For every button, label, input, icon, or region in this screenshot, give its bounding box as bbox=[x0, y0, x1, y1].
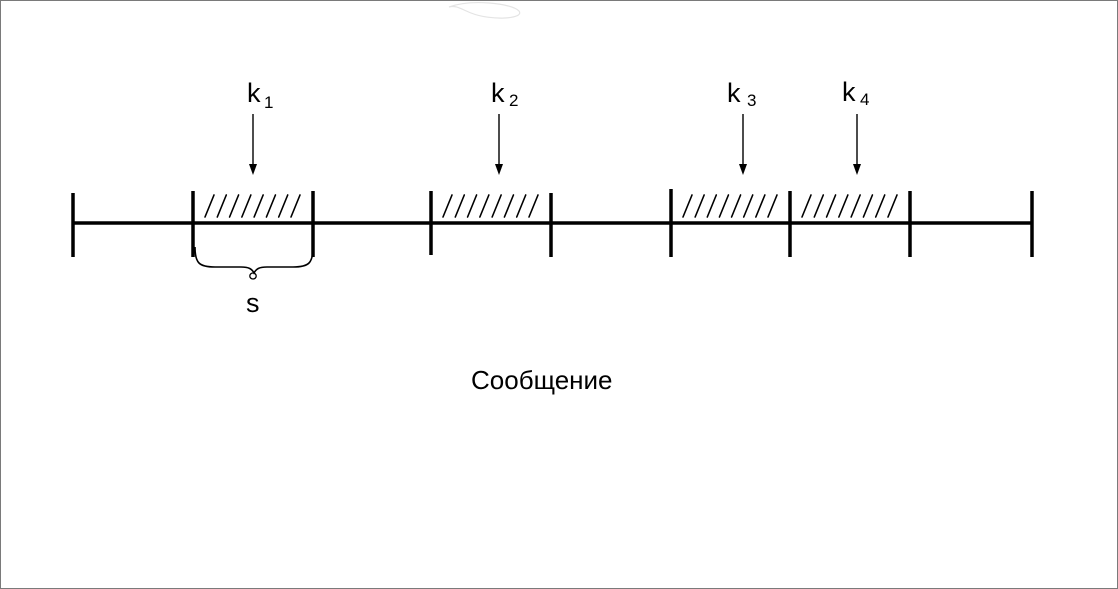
key-label-k3: k 3 bbox=[727, 78, 756, 110]
segment-ticks bbox=[71, 189, 1034, 257]
svg-text:k: k bbox=[491, 78, 505, 108]
arrow-head bbox=[739, 164, 747, 175]
hatch-mark bbox=[491, 194, 502, 218]
hatch-mark bbox=[290, 194, 301, 218]
faint-scribble bbox=[448, 2, 521, 19]
hatch-mark bbox=[253, 194, 264, 218]
hatch-mark bbox=[528, 194, 539, 218]
hatch-mark bbox=[755, 194, 766, 218]
svg-text:k: k bbox=[727, 78, 741, 108]
brace-loop bbox=[249, 272, 257, 280]
hatch-mark bbox=[216, 194, 228, 218]
hatch-mark bbox=[241, 194, 252, 218]
hatch-mark bbox=[204, 194, 215, 218]
arrow-k4 bbox=[853, 114, 861, 175]
hatch-mark bbox=[503, 194, 515, 218]
hatch-mark bbox=[466, 194, 478, 218]
hatch-mark bbox=[813, 194, 825, 218]
hatch-mark bbox=[730, 194, 742, 218]
hatch-mark bbox=[479, 194, 490, 218]
svg-text:k: k bbox=[842, 77, 856, 107]
key-arrows bbox=[249, 114, 861, 175]
svg-text:3: 3 bbox=[747, 91, 756, 110]
svg-text:k: k bbox=[247, 78, 261, 108]
arrow-k2 bbox=[495, 114, 503, 175]
hatch-mark bbox=[228, 194, 240, 218]
hatch-mark bbox=[838, 194, 849, 218]
hatch-mark bbox=[850, 194, 861, 218]
hatch-mark bbox=[874, 194, 886, 218]
key-label-k2: k 2 bbox=[491, 78, 518, 110]
hatch-mark bbox=[887, 194, 898, 218]
hatch-mark bbox=[682, 194, 693, 218]
arrow-head bbox=[853, 164, 861, 175]
hatch-mark bbox=[862, 194, 874, 218]
hatch-mark bbox=[706, 194, 718, 218]
arrow-k3 bbox=[739, 114, 747, 175]
hatch-mark bbox=[825, 194, 837, 218]
hatched-segments bbox=[204, 194, 898, 218]
arrow-head bbox=[249, 164, 257, 175]
arrow-head bbox=[495, 164, 503, 175]
diagram-caption: Сообщение bbox=[471, 365, 613, 395]
hatch-mark bbox=[265, 194, 277, 218]
segment-label-s: s bbox=[246, 288, 260, 318]
hatch-mark bbox=[442, 194, 453, 218]
hatch-mark bbox=[277, 194, 289, 218]
key-label-k4: k 4 bbox=[842, 77, 869, 109]
hatch-mark bbox=[767, 194, 778, 218]
hatch-mark bbox=[801, 194, 812, 218]
hatch-mark bbox=[515, 194, 527, 218]
hatch-mark bbox=[718, 194, 730, 218]
hatch-mark bbox=[454, 194, 466, 218]
hatch-mark bbox=[694, 194, 705, 218]
key-label-k1: k 1 bbox=[247, 78, 273, 112]
arrow-k1 bbox=[249, 114, 257, 175]
svg-text:4: 4 bbox=[860, 90, 869, 109]
hatch-mark bbox=[742, 194, 754, 218]
segment-brace bbox=[194, 246, 314, 275]
svg-text:1: 1 bbox=[264, 93, 273, 112]
svg-text:2: 2 bbox=[509, 91, 518, 110]
